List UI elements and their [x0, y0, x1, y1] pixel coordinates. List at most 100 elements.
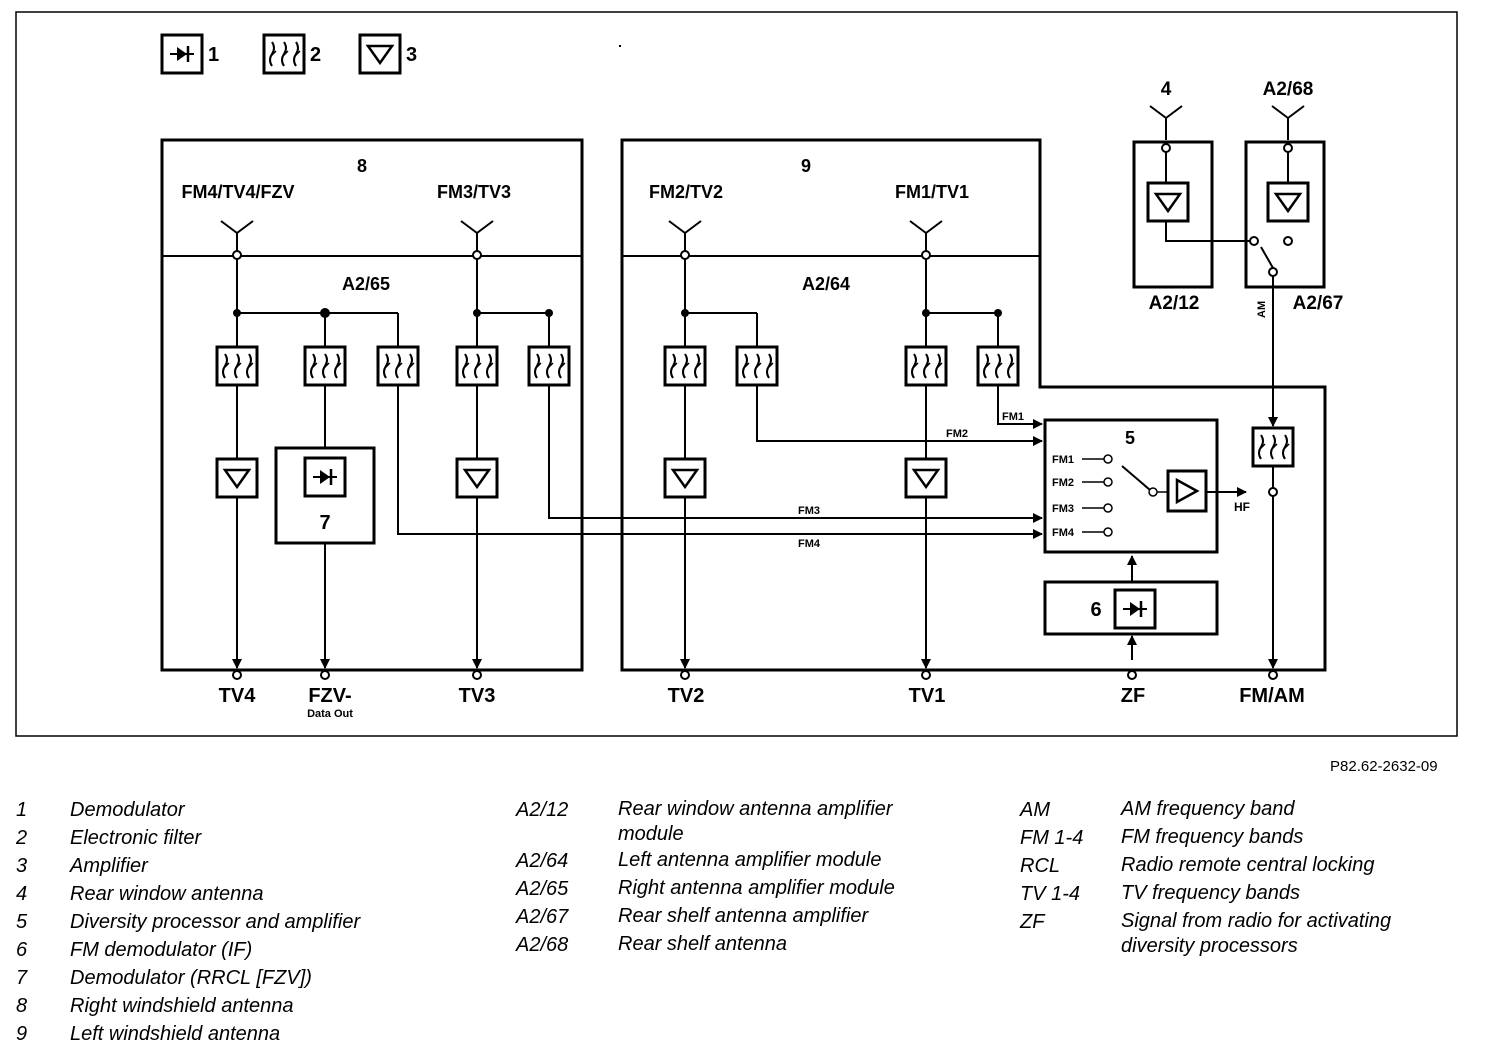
- legend-column-modules: A2/12 Rear window antenna amplifier modul…: [516, 796, 938, 959]
- legend-text: Rear shelf antenna: [618, 933, 788, 955]
- amplifier-icon: [1266, 181, 1310, 223]
- legend-key: ZF: [1020, 911, 1045, 933]
- module-a2-12-label: A2/12: [1149, 293, 1200, 314]
- wire-label-fm2: FM2: [946, 428, 968, 440]
- demodulator-icon: [1113, 588, 1157, 630]
- output-tv4: TV4: [219, 685, 257, 707]
- antenna-fm1-icon: [909, 220, 943, 256]
- legend-text: Right antenna amplifier module: [618, 877, 895, 899]
- rear-shelf-antenna-label: A2/68: [1263, 79, 1314, 100]
- module-a2-65-label: A2/65: [342, 274, 390, 294]
- legend-row: ZF Signal from radio for activating diver…: [1020, 908, 1461, 959]
- antenna-system-diagram: 1 2 3 8 FM4/TV4/FZV FM3/TV3 A2/65: [15, 11, 1458, 737]
- filter-icon: [904, 345, 948, 387]
- legend-text: Right windshield antenna: [70, 995, 294, 1017]
- module-a2-64-label: A2/64: [802, 274, 850, 294]
- output-tv3: TV3: [459, 685, 496, 707]
- filter-icon: [735, 345, 779, 387]
- amplifier-icon: [904, 457, 948, 499]
- legend-key: 9: [16, 1023, 28, 1045]
- rear-window-antenna-icon: [1149, 105, 1183, 141]
- amplifier-icon: [215, 457, 259, 499]
- legend-key: A2/65: [516, 878, 569, 900]
- amplifier-icon: [663, 457, 707, 499]
- legend-key: 6: [16, 939, 28, 961]
- output-fm-am: FM/AM: [1239, 685, 1305, 707]
- legend-key: A2/64: [516, 850, 569, 872]
- legend-text: Rear shelf antenna amplifier: [618, 905, 869, 927]
- legend-row: A2/64 Left antenna amplifier module: [516, 847, 938, 875]
- amplifier-icon: [358, 33, 402, 75]
- processor-input-fm2: FM2: [1052, 477, 1074, 489]
- filter-icon: [1251, 426, 1295, 468]
- symbol-key-number-1: 1: [208, 44, 219, 66]
- legend-key: RCL: [1020, 855, 1061, 877]
- rear-shelf-antenna-block: A2/68 AM A2/67: [1244, 79, 1344, 660]
- block-6-number: 6: [1090, 599, 1101, 621]
- legend-row: A2/67 Rear shelf antenna amplifier: [516, 903, 938, 931]
- legend-key: A2/67: [516, 906, 569, 928]
- legend-key: 8: [16, 995, 28, 1017]
- filter-icon: [663, 345, 707, 387]
- legend-text: Demodulator: [70, 799, 185, 821]
- diagram-frame: [15, 11, 1458, 737]
- diversity-processor-box: 5 FM1 FM2 FM3 FM4: [1043, 418, 1219, 554]
- legend-key: FM 1-4: [1020, 827, 1084, 849]
- legend-text: FM demodulator (IF): [70, 939, 253, 961]
- figure-reference: P82.62-2632-09: [1330, 758, 1438, 775]
- legend-key: 5: [16, 911, 28, 933]
- legend-key: 7: [16, 967, 28, 989]
- legend-text: Rear window antenna: [70, 883, 264, 905]
- legend-row: FM 1-4 FM frequency bands: [1020, 824, 1461, 852]
- demodulator-icon: [303, 456, 347, 498]
- legend-key: 4: [16, 883, 28, 905]
- block-8-number: 8: [357, 156, 367, 176]
- antenna-fm1-label: FM1/TV1: [895, 182, 969, 202]
- output-fzv-data-out: Data Out: [307, 708, 353, 720]
- filter-icon: [303, 345, 347, 387]
- filter-icon: [215, 345, 259, 387]
- demodulator-icon: [160, 33, 204, 75]
- antenna-fm4-icon: [220, 220, 254, 256]
- antenna-fm3-icon: [460, 220, 494, 256]
- legend-row: A2/65 Right antenna amplifier module: [516, 875, 938, 903]
- rear-shelf-antenna-icon: [1271, 105, 1305, 141]
- legend-key: AM: [1020, 799, 1050, 821]
- legend-key: 1: [16, 799, 28, 821]
- symbol-key-number-3: 3: [406, 44, 417, 66]
- wire-label-fm3: FM3: [798, 505, 820, 517]
- module-a2-67-label: A2/67: [1293, 293, 1344, 314]
- symbol-key: 1 2 3: [160, 33, 417, 75]
- legend-row: 4 Rear window antenna: [16, 880, 500, 908]
- legend-text: FM frequency bands: [1121, 826, 1304, 848]
- output-tv2: TV2: [668, 685, 705, 707]
- legend-text: Rear window antenna amplifier module: [618, 798, 893, 845]
- wire-label-fm1: FM1: [1002, 411, 1024, 423]
- legend-text: Signal from radio for activating diversi…: [1121, 910, 1392, 957]
- amplifier-icon: [1146, 181, 1190, 223]
- legend-column-abbreviations: AM AM frequency band FM 1-4 FM frequency b…: [1020, 796, 1461, 959]
- legend-key: TV 1-4: [1020, 883, 1081, 905]
- legend-text: AM frequency band: [1121, 798, 1295, 820]
- filter-icon: [376, 345, 420, 387]
- legend-text: Left antenna amplifier module: [618, 849, 882, 871]
- stray-dot: [619, 45, 621, 47]
- legend-row: 8 Right windshield antenna: [16, 992, 500, 1020]
- processor-input-fm4: FM4: [1052, 527, 1075, 539]
- processor-input-fm3: FM3: [1052, 503, 1074, 515]
- legend-text: Left windshield antenna: [70, 1023, 281, 1045]
- legend-text: Amplifier: [70, 855, 148, 877]
- legend-text: Electronic filter: [70, 827, 202, 849]
- filter-icon: [527, 345, 571, 387]
- output-zf: ZF: [1121, 685, 1145, 707]
- filter-icon: [455, 345, 499, 387]
- legend-row: A2/68 Rear shelf antenna: [516, 931, 938, 959]
- processor-output-hf: HF: [1234, 500, 1250, 514]
- legend-key: A2/12: [516, 799, 569, 821]
- legend-key: A2/68: [516, 934, 569, 956]
